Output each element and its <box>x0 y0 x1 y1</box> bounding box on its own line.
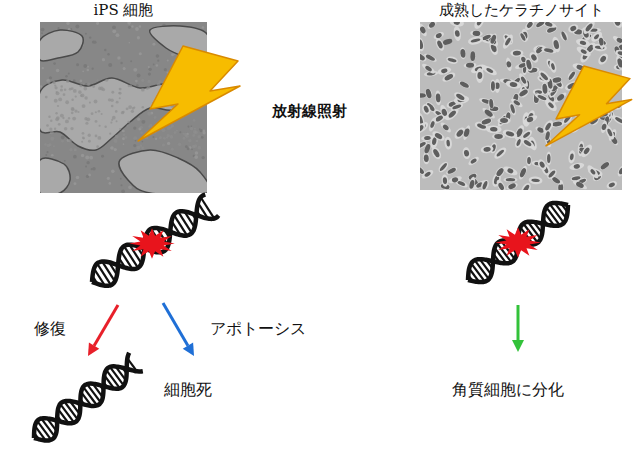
dna-helices <box>34 195 568 441</box>
keratinocyte-photo-box: 成熟したケラチノサイト <box>420 22 622 190</box>
ips-cell-photo: iPS 細胞 <box>40 22 207 193</box>
cell-death-label: 細胞死 <box>164 380 212 401</box>
process-arrows <box>88 303 524 356</box>
repair-label: 修復 <box>34 319 66 340</box>
photo-heading: iPS 細胞 <box>0 1 247 20</box>
photo-heading: 成熟したケラチノサイト <box>380 1 640 20</box>
radiation-bolts <box>138 46 632 146</box>
differentiation-label: 角質細胞に分化 <box>452 380 564 401</box>
irradiation-label: 放射線照射 <box>272 102 347 121</box>
apoptosis-label: アポトーシス <box>210 319 306 340</box>
